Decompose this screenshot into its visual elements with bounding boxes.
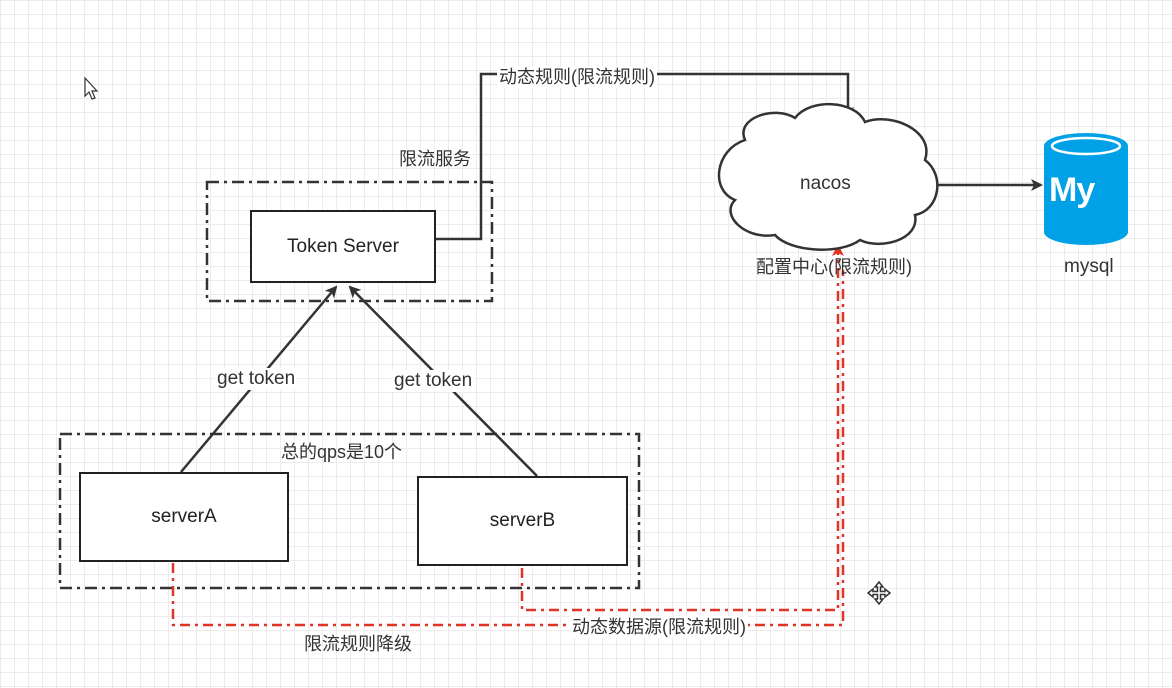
token-server-node[interactable]: Token Server — [250, 210, 436, 283]
total-qps-group — [58, 432, 641, 590]
server-b-node[interactable]: serverB — [417, 476, 628, 566]
mysql-logo-text: My — [1049, 171, 1095, 209]
degrade-label: 限流规则降级 — [304, 634, 412, 654]
cursor-icon — [84, 76, 99, 100]
dynamic-datasource-label: 动态数据源(限流规则) — [570, 616, 748, 638]
server-a-label: serverA — [151, 506, 217, 527]
mysql-label: mysql — [1064, 256, 1114, 277]
dynamic-rules-label: 动态规则(限流规则) — [497, 66, 657, 88]
get-token-a-label: get token — [215, 368, 298, 390]
server-b-label: serverB — [489, 510, 556, 531]
server-a-node[interactable]: serverA — [79, 472, 289, 562]
get-token-b-label: get token — [392, 370, 475, 392]
total-qps-label: 总的qps是10个 — [281, 442, 403, 462]
nacos-label: nacos — [800, 173, 851, 194]
limit-service-label: 限流服务 — [399, 149, 471, 169]
nacos-cloud-shape — [717, 103, 939, 251]
token-server-label: Token Server — [287, 235, 399, 257]
mysql-logo-icon — [1044, 133, 1128, 245]
config-center-label: 配置中心(限流规则) — [756, 257, 912, 277]
edge-degrade — [171, 270, 845, 627]
edge-dynamic-rules — [435, 72, 854, 241]
limit-service-group — [205, 180, 494, 303]
edge-dynamic-datasource — [520, 244, 844, 612]
move-icon — [866, 580, 892, 606]
